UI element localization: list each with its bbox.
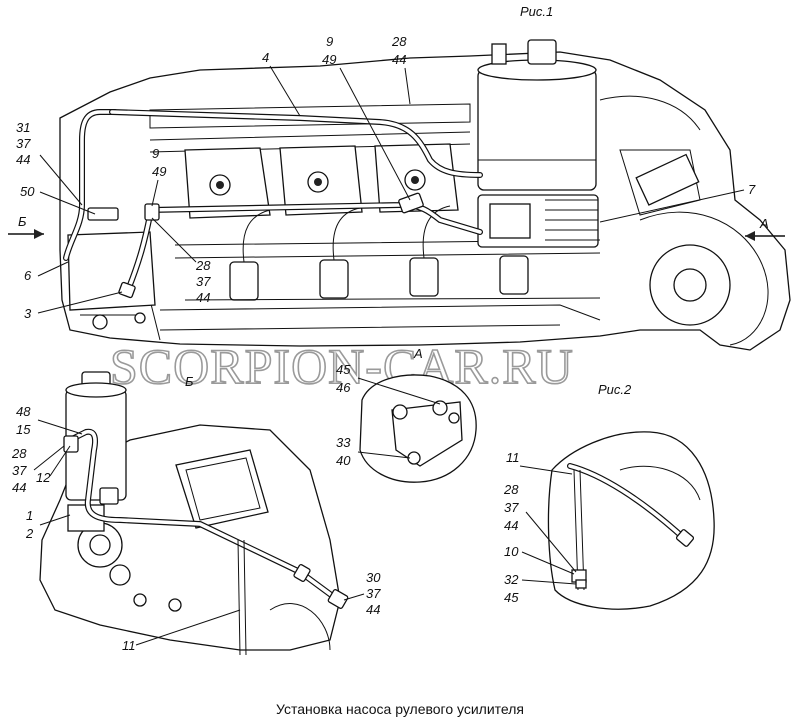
view-b-title: Б — [185, 374, 194, 389]
callouts-view-b: 48 15 28 37 44 12 1 2 30 37 44 11 — [11, 404, 381, 653]
diagram-caption: Установка насоса рулевого усилителя — [276, 701, 524, 717]
callout: 3 — [24, 306, 32, 321]
callout: 37 — [504, 500, 519, 515]
callout: 46 — [336, 380, 351, 395]
callout: 48 — [16, 404, 31, 419]
view-arrow-b: Б — [8, 214, 44, 239]
callout: 37 — [16, 136, 31, 151]
oil-reservoir — [477, 39, 597, 191]
callout: 44 — [16, 152, 30, 167]
view-b-pump-detail: Б 48 15 28 37 44 — [11, 371, 381, 656]
watermark: SCORPION-CAR.RU — [110, 338, 574, 394]
callout: 45 — [336, 362, 351, 377]
callout: 28 — [195, 258, 211, 273]
callout: 4 — [262, 50, 269, 65]
callout: 30 — [366, 570, 381, 585]
callout: 31 — [16, 120, 30, 135]
callouts-view-a: 45 46 33 40 — [336, 362, 441, 468]
cylinder-heads — [184, 143, 459, 219]
figure-1-engine: Б А Рис.1 31 37 44 50 6 3 4 9 49 28 44 — [8, 4, 791, 351]
callout: 44 — [504, 518, 518, 533]
callout: 33 — [336, 435, 351, 450]
callout: 50 — [20, 184, 35, 199]
callout: 32 — [504, 572, 519, 587]
callout: 10 — [504, 544, 519, 559]
callout: 37 — [12, 463, 27, 478]
callout: 15 — [16, 422, 31, 437]
callout: 44 — [196, 290, 210, 305]
figure-2-title: Рис.2 — [598, 382, 632, 397]
callout: 40 — [336, 453, 351, 468]
view-b-label: Б — [18, 214, 27, 229]
callout: 28 — [11, 446, 27, 461]
callout: 44 — [12, 480, 26, 495]
view-a-mount-detail: А 45 46 33 40 — [336, 346, 477, 483]
callout: 44 — [366, 602, 380, 617]
callout: 9 — [326, 34, 333, 49]
callout: 6 — [24, 268, 32, 283]
callout: 49 — [152, 164, 166, 179]
callout: 11 — [122, 638, 136, 653]
figure-2-detail: Рис.2 11 28 37 44 10 32 45 — [503, 382, 715, 610]
callout: 49 — [322, 52, 336, 67]
callout: 45 — [504, 590, 519, 605]
callout: 7 — [748, 182, 756, 197]
callout: 37 — [196, 274, 211, 289]
callout: 12 — [36, 470, 51, 485]
figure-1-title: Рис.1 — [520, 4, 553, 19]
callout: 2 — [25, 526, 34, 541]
callout: 28 — [503, 482, 519, 497]
callout: 9 — [152, 146, 159, 161]
callout: 1 — [26, 508, 33, 523]
callouts-fig2: 11 28 37 44 10 32 45 — [503, 450, 577, 605]
callout: 28 — [391, 34, 407, 49]
steering-pump-fig1 — [477, 194, 599, 248]
callout: 11 — [506, 450, 520, 465]
view-a-label: А — [759, 216, 769, 231]
callout: 44 — [392, 52, 406, 67]
callout: 37 — [366, 586, 381, 601]
view-a-title: А — [413, 346, 423, 361]
callouts-fig1: 31 37 44 50 6 3 4 9 49 28 44 9 49 28 37 … — [16, 34, 756, 321]
view-arrow-a: А — [745, 216, 785, 241]
